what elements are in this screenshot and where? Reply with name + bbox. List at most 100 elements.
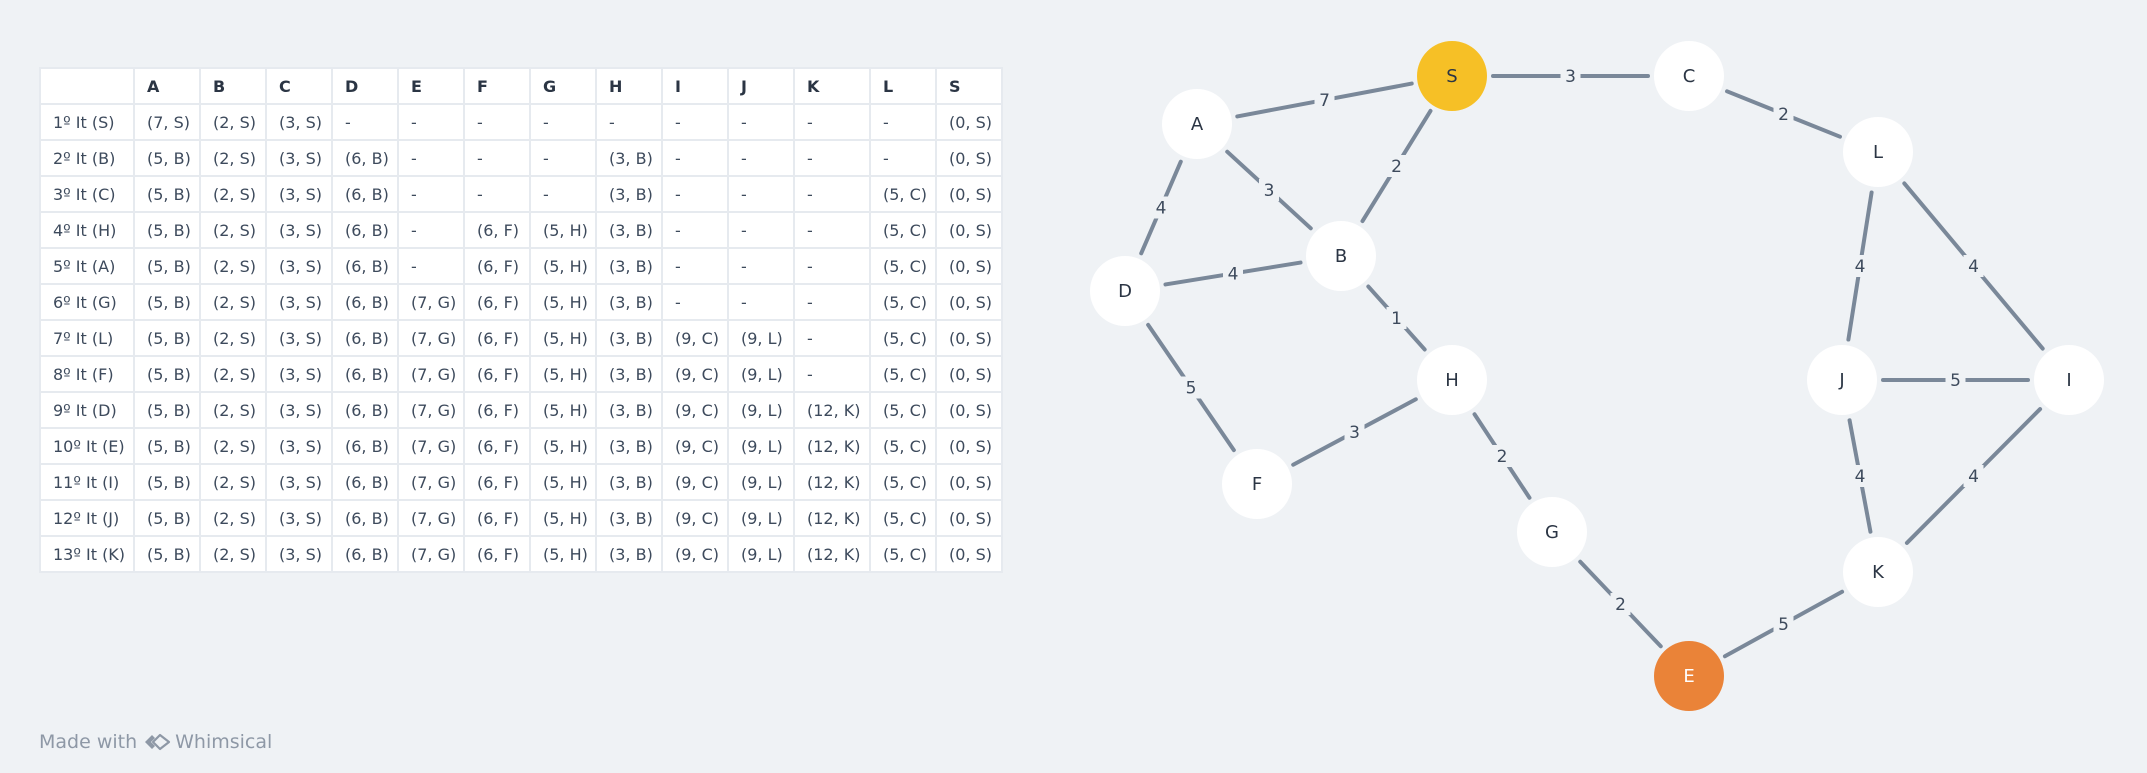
edge-weight-label: 1	[1391, 309, 1402, 329]
whimsical-logo-icon	[145, 733, 171, 751]
distance-cell: (5, C)	[869, 499, 937, 537]
distance-cell: -	[331, 103, 399, 141]
distance-cell: (5, H)	[529, 319, 597, 357]
distance-cell: -	[397, 211, 465, 249]
distance-cell: -	[793, 175, 871, 213]
node-circle	[1807, 345, 1877, 415]
node-d[interactable]: D	[1090, 256, 1160, 326]
node-g[interactable]: G	[1517, 497, 1587, 567]
distance-cell: (2, S)	[199, 103, 267, 141]
distance-cell: (5, H)	[529, 283, 597, 321]
iteration-label-cell: 2º It (B)	[39, 139, 135, 177]
distance-cell: (3, S)	[265, 175, 333, 213]
edge-weight-label: 5	[1778, 615, 1789, 635]
distance-cell: -	[661, 103, 729, 141]
distance-cell: (5, C)	[869, 463, 937, 501]
node-h[interactable]: H	[1417, 345, 1487, 415]
iteration-label-cell: 7º It (L)	[39, 319, 135, 357]
column-header-c: C	[265, 67, 333, 105]
distance-cell: (5, C)	[869, 427, 937, 465]
edge-weight-background	[1223, 262, 1243, 285]
distance-cell: (6, B)	[331, 355, 399, 393]
distance-cell: -	[727, 283, 795, 321]
node-circle	[1654, 641, 1724, 711]
iteration-label-cell: 8º It (F)	[39, 355, 135, 393]
distance-cell: (7, G)	[397, 427, 465, 465]
column-header-s: S	[935, 67, 1003, 105]
distance-cell: (3, S)	[265, 283, 333, 321]
node-label: D	[1118, 281, 1132, 302]
distance-cell: (9, C)	[661, 319, 729, 357]
distance-cell: (6, B)	[331, 211, 399, 249]
node-label: S	[1446, 66, 1457, 87]
distance-cell: (2, S)	[199, 427, 267, 465]
distance-cell: (3, B)	[595, 175, 663, 213]
distance-cell: (5, B)	[133, 355, 201, 393]
node-i[interactable]: I	[2034, 345, 2104, 415]
edge-weight-background	[1386, 307, 1407, 329]
distance-cell: -	[661, 175, 729, 213]
distance-cell: (6, F)	[463, 355, 531, 393]
distance-cell: -	[529, 103, 597, 141]
table-row: 11º It (I)(5, B)(2, S)(3, S)(6, B)(7, G)…	[39, 463, 1003, 501]
distance-cell: (7, G)	[397, 355, 465, 393]
distance-cell: -	[397, 247, 465, 285]
distance-cell: (3, S)	[265, 103, 333, 141]
edge-weight-background	[1945, 369, 1966, 391]
distance-cell: (7, G)	[397, 319, 465, 357]
distance-cell: (9, C)	[661, 535, 729, 573]
edge-weight-label: 5	[1186, 379, 1197, 399]
node-s[interactable]: S	[1417, 41, 1487, 111]
column-header-a: A	[133, 67, 201, 105]
node-f[interactable]: F	[1222, 449, 1292, 519]
distance-cell: (5, B)	[133, 283, 201, 321]
distance-cell: (0, S)	[935, 355, 1003, 393]
distance-cell: (6, F)	[463, 535, 531, 573]
distance-cell: (2, S)	[199, 283, 267, 321]
distance-cell: (9, C)	[661, 391, 729, 429]
node-circle	[1843, 537, 1913, 607]
node-b[interactable]: B	[1306, 221, 1376, 291]
distance-cell: (3, B)	[595, 427, 663, 465]
table-row: 3º It (C)(5, B)(2, S)(3, S)(6, B)---(3, …	[39, 175, 1003, 213]
node-j[interactable]: J	[1807, 345, 1877, 415]
distance-cell: -	[529, 139, 597, 177]
edge-weight-background	[1963, 465, 1984, 487]
distance-cell: (5, H)	[529, 427, 597, 465]
node-a[interactable]: A	[1162, 89, 1232, 159]
distance-cell: -	[793, 103, 871, 141]
node-circle	[1654, 41, 1724, 111]
node-label: J	[1838, 370, 1844, 391]
edge-weight-background	[1850, 255, 1870, 277]
edge-weight-background	[1850, 465, 1870, 487]
distance-cell: -	[661, 283, 729, 321]
node-circle	[2034, 345, 2104, 415]
distance-cell: (3, S)	[265, 247, 333, 285]
distance-cell: (6, F)	[463, 283, 531, 321]
column-header-i: I	[661, 67, 729, 105]
distance-cell: (0, S)	[935, 319, 1003, 357]
distance-cell: -	[595, 103, 663, 141]
edge-weight-label: 4	[1156, 199, 1167, 219]
distance-cell: (3, B)	[595, 535, 663, 573]
distance-cell: (6, F)	[463, 427, 531, 465]
table-row: 5º It (A)(5, B)(2, S)(3, S)(6, B)-(6, F)…	[39, 247, 1003, 285]
node-e[interactable]: E	[1654, 641, 1724, 711]
edge-weight-label: 4	[1968, 257, 1979, 277]
distance-cell: (9, C)	[661, 427, 729, 465]
distance-cell: (2, S)	[199, 499, 267, 537]
table-body: 1º It (S)(7, S)(2, S)(3, S)---------(0, …	[39, 103, 1003, 573]
node-circle	[1417, 41, 1487, 111]
table-row: 8º It (F)(5, B)(2, S)(3, S)(6, B)(7, G)(…	[39, 355, 1003, 393]
distance-cell: (2, S)	[199, 247, 267, 285]
distance-cell: (3, B)	[595, 211, 663, 249]
made-with-footer[interactable]: Made with Whimsical	[39, 731, 272, 753]
distance-cell: (3, S)	[265, 139, 333, 177]
node-c[interactable]: C	[1654, 41, 1724, 111]
node-l[interactable]: L	[1843, 117, 1913, 187]
edge-weight-label: 3	[1565, 67, 1576, 87]
node-k[interactable]: K	[1843, 537, 1913, 607]
distance-cell: -	[661, 211, 729, 249]
distance-cell: (6, F)	[463, 499, 531, 537]
